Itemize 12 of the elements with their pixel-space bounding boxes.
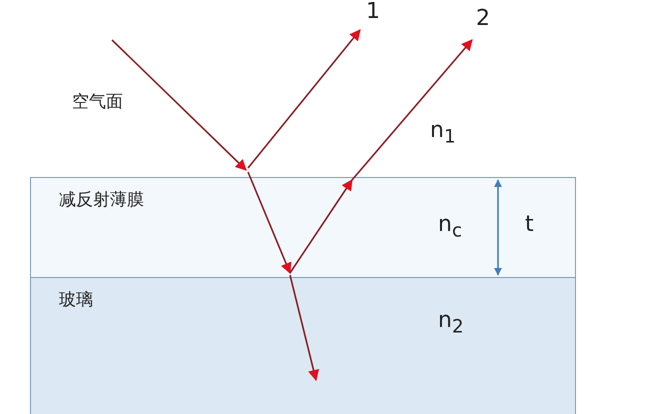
arrow bbox=[289, 274, 320, 382]
film-layer bbox=[30, 177, 576, 278]
glass-layer bbox=[30, 277, 576, 414]
layer-label: 减反射薄膜 bbox=[59, 189, 144, 211]
layer-label: 玻璃 bbox=[59, 289, 93, 311]
ray-number: 2 bbox=[476, 6, 490, 31]
refractive-index: n$_{1}$ bbox=[430, 118, 456, 148]
refractive-index: n$_{2}$ bbox=[438, 308, 464, 338]
ray-number: 1 bbox=[366, 0, 380, 24]
refractive-index: n$_{c}$ bbox=[438, 212, 462, 242]
medium-label: 空气面 bbox=[72, 91, 123, 113]
thickness-label: t bbox=[525, 212, 534, 237]
